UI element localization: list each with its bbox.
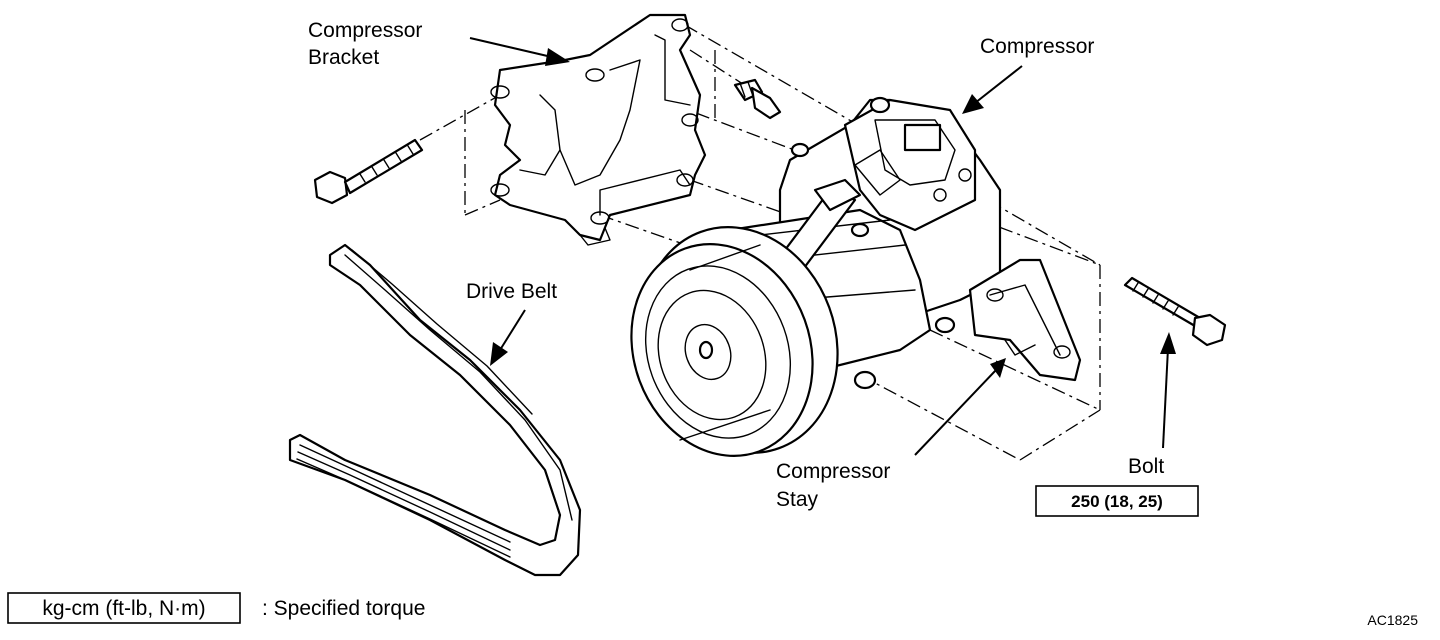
drive-belt bbox=[288, 243, 582, 577]
label-compressor-stay-1: Compressor bbox=[776, 460, 890, 483]
compressor-pulley bbox=[630, 226, 839, 457]
arrowhead-stay bbox=[990, 358, 1006, 378]
bracket-bolt-left bbox=[313, 138, 424, 205]
figure-code: AC1825 bbox=[1367, 612, 1418, 628]
arrowhead-compressor bbox=[962, 94, 984, 114]
bracket-bolt-right bbox=[733, 78, 782, 120]
arrowhead-bracket bbox=[545, 48, 570, 66]
leader-lines bbox=[469, 37, 1176, 456]
torque-legend: kg-cm (ft-lb, N·m) : Specified torque bbox=[7, 592, 425, 624]
legend-description: : Specified torque bbox=[262, 597, 425, 620]
label-compressor: Compressor bbox=[980, 35, 1094, 58]
arrowhead-belt bbox=[490, 342, 508, 366]
stay-bolt bbox=[1123, 276, 1227, 347]
label-drive-belt: Drive Belt bbox=[466, 280, 557, 303]
compressor-stay bbox=[968, 258, 1082, 382]
label-compressor-stay-2: Stay bbox=[776, 488, 819, 511]
legend-unit-box: kg-cm (ft-lb, N·m) bbox=[42, 597, 205, 620]
compressor-bracket bbox=[490, 13, 707, 246]
label-compressor-bracket-2: Bracket bbox=[308, 46, 379, 69]
label-compressor-bracket-1: Compressor bbox=[308, 19, 422, 42]
bolt-torque-value: 250 (18, 25) bbox=[1071, 492, 1163, 511]
bolt-torque-box: 250 (18, 25) bbox=[1035, 485, 1199, 517]
arrowhead-bolt bbox=[1160, 332, 1176, 354]
label-bolt: Bolt bbox=[1128, 455, 1164, 478]
